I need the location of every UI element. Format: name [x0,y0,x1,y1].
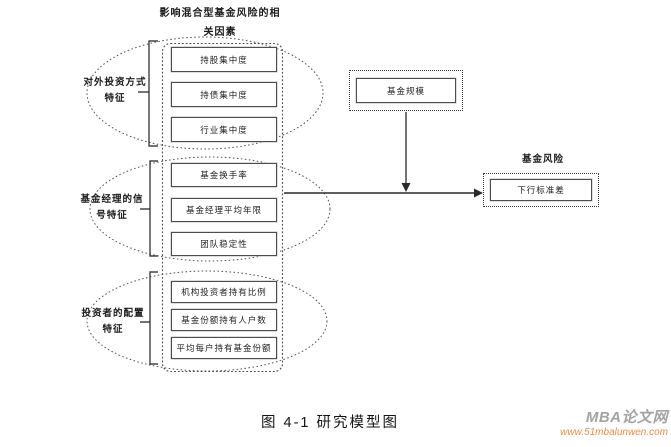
figure-heading-line1: 影响混合型基金风险的相 [159,8,281,19]
watermark-site-url: www.51mbalunwen.com [560,426,668,438]
indicator-holder-count: 基金份额持有人户数 [171,309,277,331]
group-label-investment-style: 对外投资方式 特征 [63,75,167,107]
main-effect-arrowhead [474,188,483,198]
moderator-fund-size-box: 基金规模 [356,78,456,103]
group-label-manager-signal: 基金经理的信 号特征 [60,192,164,224]
investor-allocation-brace [140,271,158,365]
indicator-avg-shares-per-holder: 平均每户持有基金份额 [171,337,277,359]
manager-signal-group-ellipse [89,156,331,262]
manager-signal-brace [140,160,158,257]
outcome-downside-stddev-box: 下行标准差 [490,179,592,201]
group-label-line2: 号特征 [96,211,128,221]
group-label-line1: 对外投资方式 [83,78,147,88]
indicator-stock-concentration: 持股集中度 [171,47,277,72]
investment-style-brace [138,40,158,147]
group-label-investor-allocation: 投资者的配置 特征 [61,306,165,338]
investor-allocation-group-ellipse [86,270,328,372]
group-label-line2: 特征 [102,325,124,335]
watermark: MBA论文网 www.51mbalunwen.com [448,409,668,438]
indicator-industry-concentration: 行业集中度 [171,117,277,142]
group-label-line2: 特征 [104,94,126,104]
indicator-institutional-holding: 机构投资者持有比例 [171,281,277,303]
indicator-team-stability: 团队稳定性 [171,232,277,256]
indicator-manager-tenure: 基金经理平均年限 [171,198,277,222]
group-label-line1: 投资者的配置 [81,309,145,319]
indicator-bond-concentration: 持债集中度 [171,82,277,107]
figure-heading: 影响混合型基金风险的相 关因素 [140,4,300,42]
investment-style-group-ellipse [86,36,324,150]
outcome-heading: 基金风险 [521,155,564,165]
group-label-line1: 基金经理的信 [80,195,144,205]
figure-heading-line2: 关因素 [203,27,237,38]
indicator-turnover-rate: 基金换手率 [171,163,277,187]
figure-caption: 图 4-1 研究模型图 [260,415,399,431]
watermark-site-name: MBA论文网 [585,409,668,426]
moderator-arrowhead [401,183,411,192]
